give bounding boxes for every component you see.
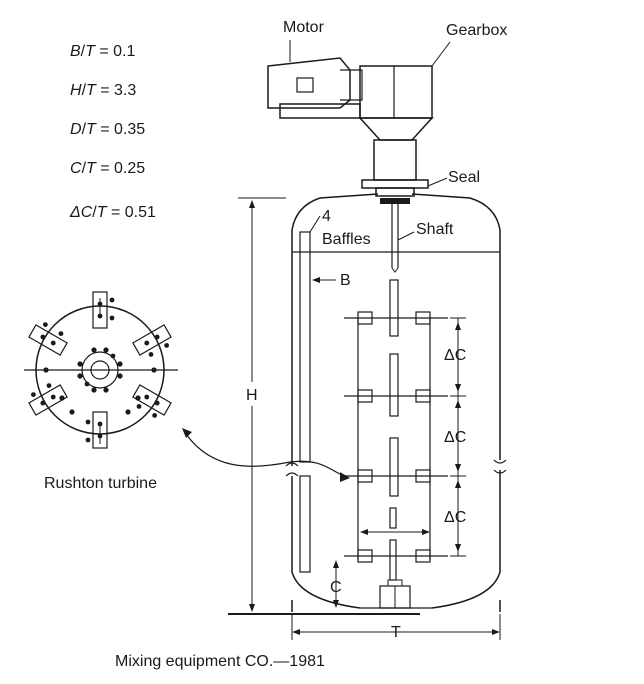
impeller-diameter-dimension (360, 529, 430, 535)
impeller-stage-2 (344, 389, 448, 403)
turbine-blade (132, 324, 172, 357)
seal-label: Seal (448, 169, 480, 186)
tank-left-wall-top (291, 193, 379, 466)
delta-c-label-3: ΔC (444, 509, 466, 526)
baffle (299, 215, 321, 573)
motor-body (267, 57, 351, 109)
rushton-turbine-label: Rushton turbine (44, 475, 157, 492)
gearbox-label: Gearbox (446, 22, 507, 39)
rushton-turbine-top-view (24, 291, 178, 449)
clearance-dimension (333, 560, 339, 608)
baffles-count-label: 4 (322, 208, 331, 225)
motor-mount (279, 103, 361, 119)
delta-c-dimensions (450, 317, 466, 557)
delta-c-label-2: ΔC (444, 429, 466, 446)
ratio-b-t: B/T = 0.1 (70, 43, 135, 60)
ratio-list: B/T = 0.1 H/T = 3.3 D/T = 0.35 C/T = 0.2… (69, 43, 156, 221)
height-dimension (238, 197, 286, 612)
caption: Mixing equipment CO.—1981 (115, 653, 325, 670)
gearbox-taper (358, 117, 434, 141)
rushton-leader-curve (182, 428, 350, 482)
motor (267, 40, 363, 119)
baffles-label: Baffles (322, 231, 371, 248)
tank-vessel (228, 193, 507, 615)
impeller-stage-4 (344, 549, 448, 563)
turbine-blade (92, 291, 115, 329)
motor-coupling (340, 69, 363, 101)
t-label: T (391, 624, 401, 641)
ratio-d-t: D/T = 0.35 (70, 121, 145, 138)
turbine-hub (81, 351, 119, 389)
motor-terminal-box (296, 77, 314, 93)
bottom-bearing (379, 579, 411, 609)
turbine-blade (132, 384, 172, 418)
shaft-label: Shaft (416, 221, 454, 238)
motor-label: Motor (283, 19, 325, 36)
tank-feet (291, 600, 501, 612)
c-label: C (330, 579, 342, 596)
turbine-blade (28, 383, 68, 416)
gearbox-stand (373, 139, 417, 181)
tank-left-wall-bottom (291, 476, 361, 609)
ratio-c-t: C/T = 0.25 (70, 160, 145, 177)
tank-right-wall-top (411, 193, 501, 460)
baffle-width-dimension (312, 277, 336, 283)
turbine-blade (28, 322, 68, 356)
ratio-delta-c-t: ΔC/T = 0.51 (69, 204, 156, 221)
tank-right-wall-bottom (431, 470, 501, 609)
impeller-stage-1 (344, 311, 448, 325)
impeller-cage (357, 318, 431, 560)
seal (361, 177, 448, 204)
h-label: H (246, 387, 258, 404)
delta-c-label-1: ΔC (444, 347, 466, 364)
turbine-blade (85, 411, 108, 449)
tank-diameter-dimension (291, 614, 501, 640)
impeller-stage-3 (344, 469, 448, 483)
b-label: B (340, 272, 351, 289)
ratio-h-t: H/T = 3.3 (70, 82, 136, 99)
gearbox (358, 41, 451, 181)
gearbox-body (359, 65, 433, 119)
shaft (389, 204, 415, 581)
